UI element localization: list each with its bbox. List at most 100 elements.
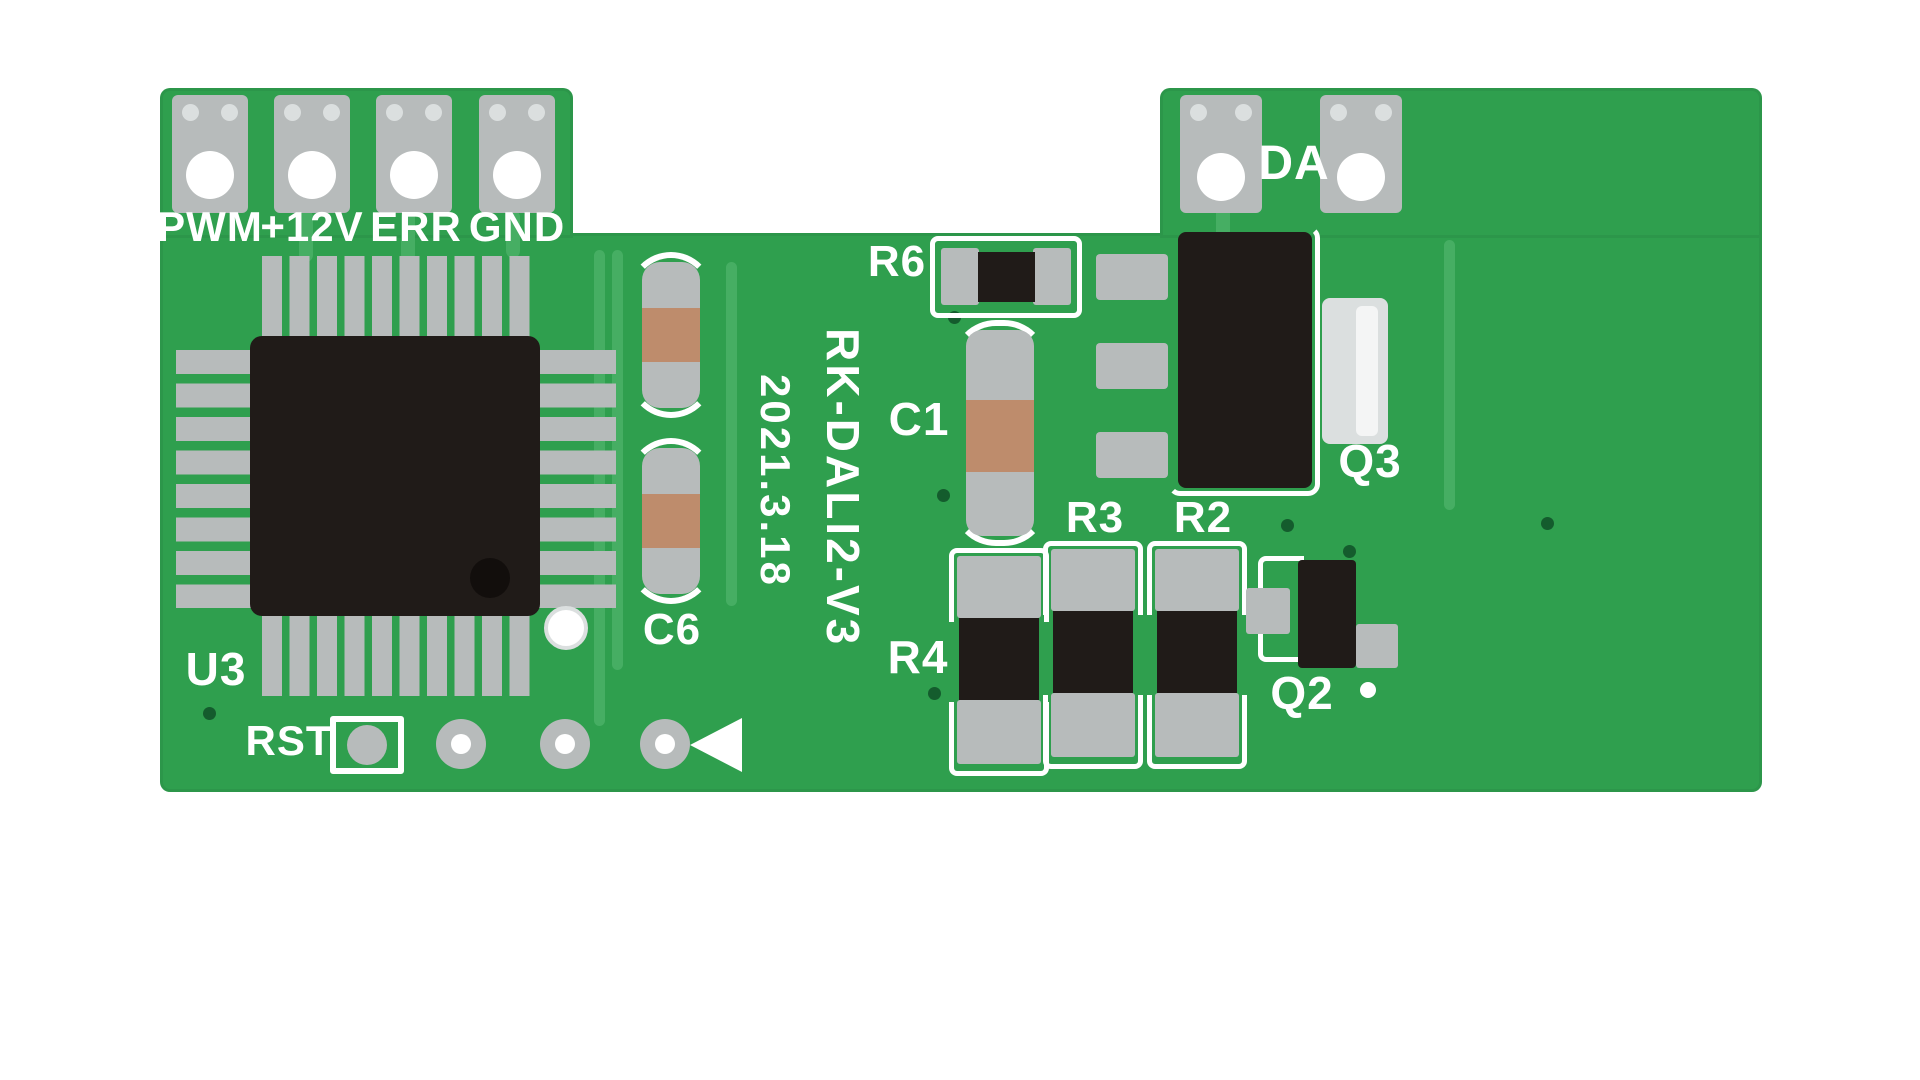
trace <box>726 262 737 606</box>
resistor-r4 <box>949 548 1049 776</box>
resistor-pad <box>1051 693 1135 757</box>
capacitor-c1-band <box>966 400 1034 472</box>
resistor-pad <box>1155 549 1239 611</box>
connector-pad-pwm <box>172 95 248 213</box>
ic-u3-pins-right <box>536 350 616 608</box>
capacitor-c6-2 <box>628 438 714 604</box>
silkscreen-outline <box>949 702 1049 776</box>
pad-hole-icon <box>288 151 336 199</box>
pad-hole-icon <box>425 104 442 121</box>
label-plus12v: +12V <box>260 203 364 250</box>
ic-u3-pins-left <box>176 350 256 608</box>
label-rst: RST <box>245 717 333 764</box>
resistor-pad <box>1051 549 1135 611</box>
label-gnd: GND <box>468 203 566 250</box>
silkscreen-bracket <box>628 438 714 604</box>
pad-hole-icon <box>1235 104 1252 121</box>
resistor-r6-body <box>978 252 1035 302</box>
triangle-marker-icon <box>690 718 742 772</box>
trace <box>1444 240 1455 510</box>
connector-pad-gnd <box>479 95 555 213</box>
silkscreen-outline <box>1043 695 1143 769</box>
label-u3: U3 <box>185 643 247 695</box>
transistor-q2-pad <box>1246 588 1290 634</box>
label-c6: C6 <box>642 605 702 654</box>
solder-dot <box>1360 682 1376 698</box>
test-pad-2 <box>540 719 590 769</box>
label-r3: R3 <box>1065 493 1125 542</box>
transistor-q2-body <box>1298 560 1356 668</box>
label-da: DA <box>1258 137 1330 190</box>
label-board-date: 2021.3.18 <box>752 374 799 588</box>
silkscreen-outline <box>1147 695 1247 769</box>
transistor-q2-pad <box>1356 624 1398 668</box>
label-c1: C1 <box>888 393 950 445</box>
resistor-body <box>1157 611 1237 693</box>
pad-hole-icon <box>489 104 506 121</box>
via <box>1343 545 1356 558</box>
ic-u3-pins-top <box>262 256 530 342</box>
pad-hole-icon <box>528 104 545 121</box>
label-r2: R2 <box>1173 493 1233 542</box>
pad-hole-icon <box>1375 104 1392 121</box>
trace <box>506 210 520 258</box>
via <box>928 687 941 700</box>
connector-pad-da-2 <box>1320 95 1402 213</box>
pad-hole-icon <box>1330 104 1347 121</box>
label-q2: Q2 <box>1270 667 1334 719</box>
solder-pad <box>1096 343 1168 389</box>
pad-hole-icon <box>1190 104 1207 121</box>
label-r4: R4 <box>887 631 949 683</box>
solder-pad <box>1096 432 1168 478</box>
resistor-r3 <box>1043 541 1143 769</box>
pad-hole-icon <box>493 151 541 199</box>
pad-hole-icon <box>182 104 199 121</box>
connector-pad-err <box>376 95 452 213</box>
pad-hole-icon <box>386 104 403 121</box>
via <box>1541 517 1554 530</box>
pad-hole-icon <box>284 104 301 121</box>
label-board-model: RK-DALI2-V3 <box>817 328 869 648</box>
mounting-hole <box>544 606 588 650</box>
label-err: ERR <box>370 203 462 250</box>
label-pwm: PWM <box>157 203 263 250</box>
resistor-r6-pad <box>1033 248 1071 305</box>
pad-hole-icon <box>221 104 238 121</box>
pad-hole-icon <box>1337 153 1385 201</box>
resistor-body <box>959 618 1039 700</box>
trace <box>612 250 623 670</box>
test-pad-1 <box>436 719 486 769</box>
via <box>937 489 950 502</box>
pad-hole-icon <box>186 151 234 199</box>
via <box>203 707 216 720</box>
ic-u3-pin1-dot <box>470 558 510 598</box>
trace <box>1216 206 1230 240</box>
pad-hole-icon <box>323 104 340 121</box>
resistor-body <box>1053 611 1133 693</box>
silkscreen-bracket <box>628 252 714 418</box>
resistor-r2 <box>1147 541 1247 769</box>
silkscreen-outline <box>1147 541 1247 615</box>
ic-u3-pins-bottom <box>262 614 530 696</box>
connector-pad-12v <box>274 95 350 213</box>
resistor-pad <box>1155 693 1239 757</box>
transistor-q3-outline <box>1168 226 1320 496</box>
test-pad-3 <box>640 719 690 769</box>
component-highlight <box>1356 306 1378 436</box>
pad-hole-icon <box>1197 153 1245 201</box>
resistor-r6-outline <box>930 236 1082 318</box>
capacitor-band <box>642 308 700 362</box>
capacitor-band <box>642 494 700 548</box>
trace <box>401 210 415 262</box>
test-pad-square <box>330 716 404 774</box>
resistor-pad <box>957 556 1041 618</box>
pad-hole-icon <box>347 725 387 765</box>
component-white-body <box>1322 298 1388 444</box>
capacitor-c6-1 <box>628 252 714 418</box>
resistor-pad <box>957 700 1041 764</box>
capacitor-c1-bracket <box>952 320 1048 546</box>
resistor-r6-pad <box>941 248 979 305</box>
pad-hole-icon <box>390 151 438 199</box>
silkscreen-outline <box>1043 541 1143 615</box>
